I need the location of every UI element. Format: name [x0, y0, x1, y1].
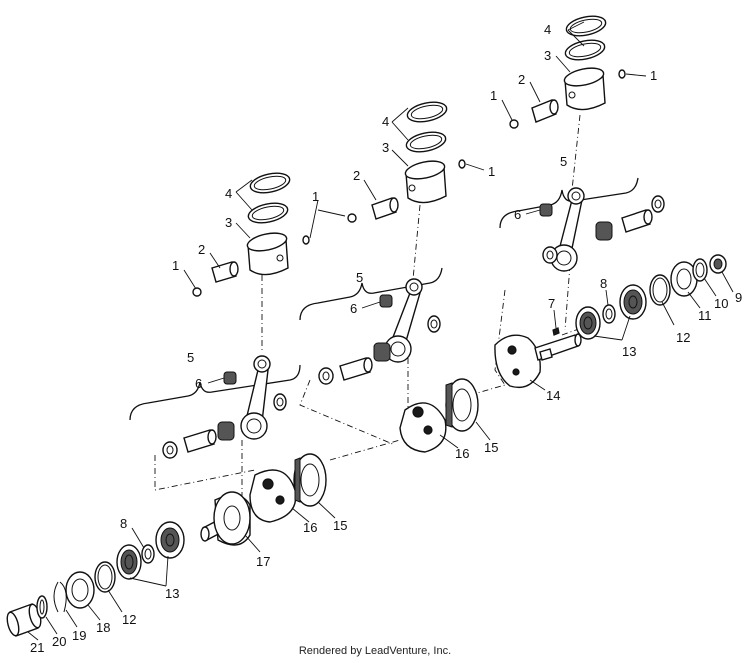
left-piston-assembly — [192, 172, 310, 297]
callout-3: 3 — [382, 140, 389, 155]
callout-4: 4 — [225, 186, 232, 201]
callout-4: 4 — [382, 114, 389, 129]
snap-ring-18 — [53, 581, 67, 613]
callout-2: 2 — [353, 168, 360, 183]
callout-18: 18 — [96, 620, 110, 635]
ring-20 — [36, 595, 48, 619]
callout-7: 7 — [548, 296, 555, 311]
right-piston-assembly — [509, 15, 626, 129]
footer-credit: Rendered by LeadVenture, Inc. — [298, 645, 452, 657]
callout-8: 8 — [600, 276, 607, 291]
callout-15: 15 — [484, 440, 498, 455]
callout-13: 13 — [165, 586, 179, 601]
callout-16: 16 — [455, 446, 469, 461]
crank-web-16-left — [249, 469, 297, 523]
middle-piston-ring-top — [406, 101, 448, 123]
callout-13: 13 — [622, 344, 636, 359]
callout-5: 5 — [187, 350, 194, 365]
crankshaft-left-section — [200, 453, 327, 546]
callout-9: 9 — [735, 290, 742, 305]
callout-1: 1 — [312, 189, 319, 204]
left-piston-ring-second — [247, 202, 289, 224]
middle-piston-ring-second — [405, 131, 447, 153]
callout-2: 2 — [518, 72, 525, 87]
callout-17: 17 — [256, 554, 270, 569]
callout-labels: 1 2 3 4 1 2 3 4 1 1 2 3 4 1 5 5 5 6 6 6 … — [30, 22, 742, 655]
callout-4: 4 — [544, 22, 551, 37]
callout-12: 12 — [122, 612, 136, 627]
callout-6: 6 — [350, 301, 357, 316]
connecting-rod-left-group — [129, 355, 301, 459]
right-piston-ring-second — [564, 39, 606, 61]
callout-2: 2 — [198, 242, 205, 257]
washer-8-left — [141, 544, 155, 564]
right-end-parts — [552, 254, 727, 340]
callout-5: 5 — [356, 270, 363, 285]
center-lines — [154, 114, 591, 498]
left-small-end-bearing — [223, 371, 237, 385]
left-end-parts — [6, 521, 185, 637]
callout-1: 1 — [490, 88, 497, 103]
callout-6: 6 — [514, 207, 521, 222]
seal-disc-15-left — [293, 453, 327, 507]
middle-piston-assembly — [347, 101, 466, 223]
crank-web-16-middle — [399, 402, 447, 453]
key-7 — [552, 327, 560, 336]
left-pin-clip — [192, 287, 202, 297]
washer-8-right — [602, 304, 616, 324]
callout-12: 12 — [676, 330, 690, 345]
right-pin-clip-2 — [618, 69, 626, 79]
callout-11: 11 — [698, 308, 712, 323]
connecting-rod-right-group — [499, 177, 665, 272]
callout-20: 20 — [52, 634, 66, 649]
connecting-rod-middle-group — [299, 267, 443, 385]
callout-1: 1 — [172, 258, 179, 273]
callout-6: 6 — [195, 376, 202, 391]
leader-lines — [27, 21, 734, 641]
callout-3: 3 — [225, 215, 232, 230]
callout-15: 15 — [333, 518, 347, 533]
middle-pin-clip — [347, 213, 357, 223]
callout-14: 14 — [546, 388, 560, 403]
right-pin-clip — [509, 119, 519, 129]
callout-3: 3 — [544, 48, 551, 63]
ring-10 — [692, 258, 708, 282]
right-piston-ring-top — [565, 15, 607, 37]
left-pin-clip-2 — [302, 235, 310, 245]
callout-10: 10 — [714, 296, 728, 311]
callout-1: 1 — [650, 68, 657, 83]
callout-21: 21 — [30, 640, 44, 655]
crankshaft-middle-section — [399, 378, 479, 453]
callout-1: 1 — [488, 164, 495, 179]
seal-19 — [65, 571, 95, 609]
left-piston-ring-top — [249, 172, 291, 194]
crankshaft-right-section — [494, 333, 582, 389]
callout-16: 16 — [303, 520, 317, 535]
callout-5: 5 — [560, 154, 567, 169]
middle-pin-clip-2 — [458, 159, 466, 169]
callout-8: 8 — [120, 516, 127, 531]
callout-19: 19 — [72, 628, 86, 643]
crank-web-14 — [494, 334, 541, 389]
